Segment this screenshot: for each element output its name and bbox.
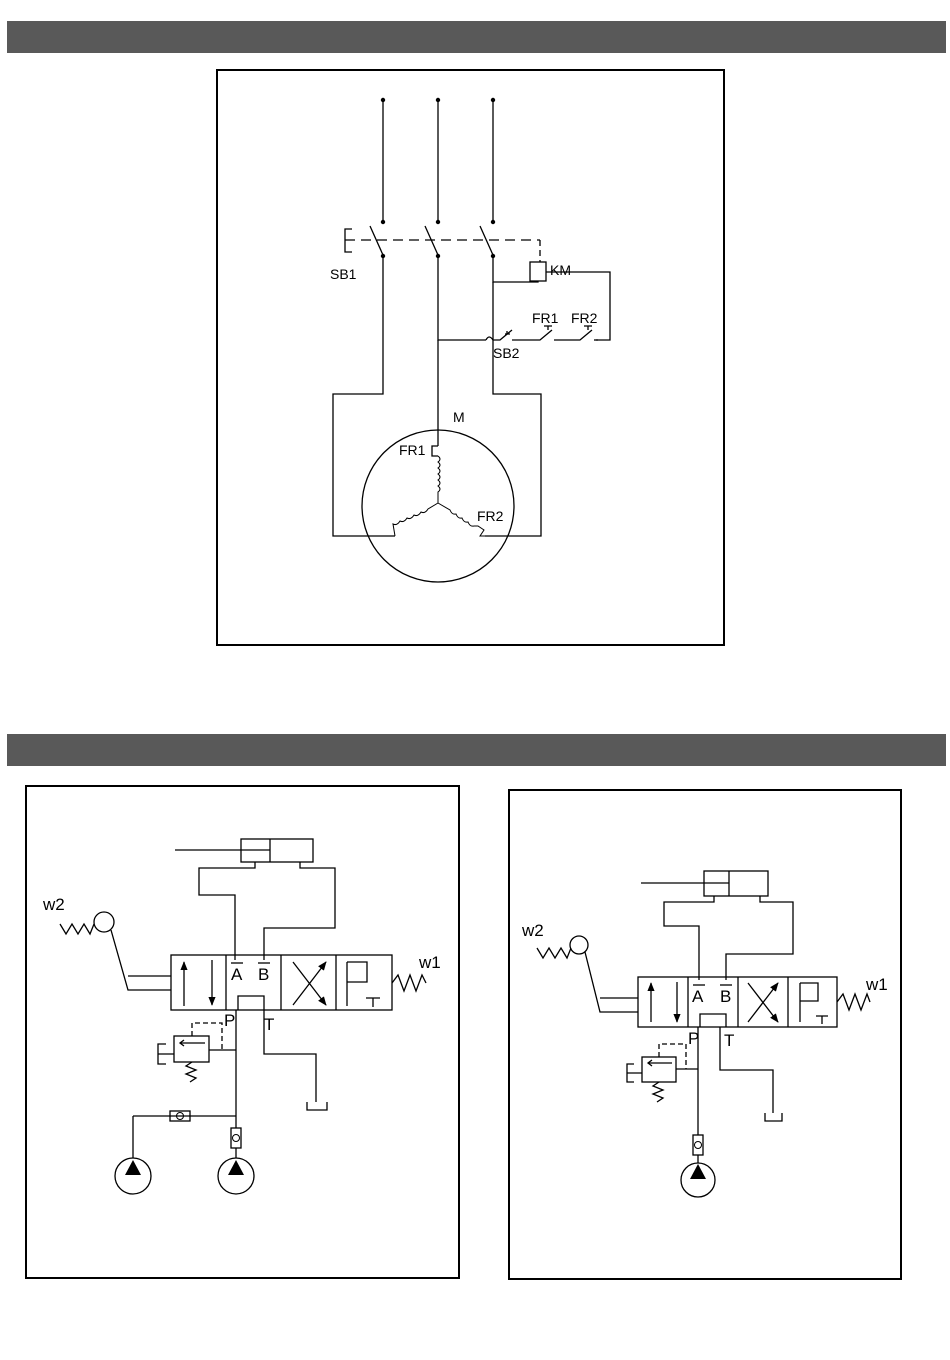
- pump-1-left: [115, 1158, 151, 1194]
- w1-label-left: w1: [418, 953, 441, 972]
- pump-right: [681, 1163, 715, 1197]
- port-t-right: T: [724, 1031, 734, 1050]
- w2-label-left: w2: [42, 895, 65, 914]
- port-b-right: B: [720, 987, 731, 1006]
- cylinder-right: [641, 871, 768, 896]
- pump-2-left: [218, 1158, 254, 1194]
- directional-valve-right: A B P T: [638, 977, 837, 1050]
- w1-label-right: w1: [865, 975, 888, 994]
- spring-w1-left: w1: [392, 953, 441, 991]
- hydraulic-left-schematic: A B P T w2 w1: [42, 839, 441, 1194]
- cylinder-left: [175, 839, 313, 862]
- port-p-left: P: [224, 1011, 235, 1030]
- port-a-right: A: [692, 987, 704, 1006]
- relief-valve-right: [627, 1044, 698, 1102]
- lever-w2-right: w2: [521, 921, 638, 1012]
- spring-w1-right: w1: [837, 975, 888, 1010]
- w2-label-right: w2: [521, 921, 544, 940]
- lever-w2-left: w2: [42, 895, 171, 990]
- port-t-left: T: [264, 1015, 274, 1034]
- port-a-left: A: [231, 965, 243, 984]
- check-valve-right: [693, 1135, 703, 1155]
- check-valve-vertical-left: [231, 1128, 241, 1148]
- hydraulic-right-schematic: A B P T w2 w1: [521, 871, 888, 1197]
- relief-valve-left: [158, 1023, 236, 1082]
- directional-valve-left: A B P T: [171, 955, 392, 1034]
- port-b-left: B: [258, 965, 269, 984]
